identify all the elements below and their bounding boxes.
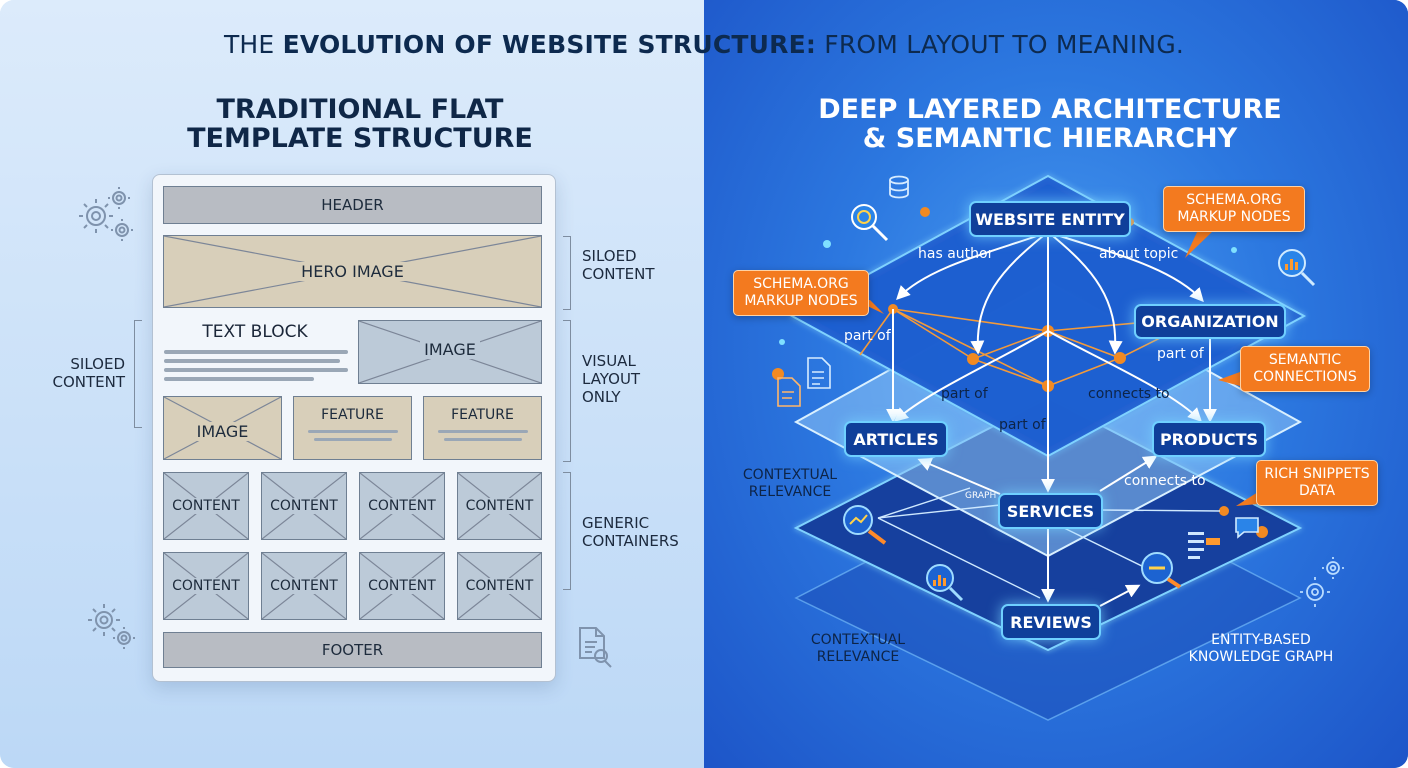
siloed-content-label-left: SILOED CONTENT: [52, 355, 125, 391]
knowledge-graph-label: ENTITY-BASED KNOWLEDGE GRAPH: [1188, 632, 1334, 665]
text-line: [164, 359, 340, 363]
bracket-left: [134, 320, 142, 428]
magnifier-chart-icon: [843, 505, 887, 545]
footer-block: FOOTER: [163, 632, 542, 668]
content-block: CONTENT: [457, 472, 542, 540]
edge-label-connects-to: connects to: [1124, 473, 1206, 489]
content-label: CONTENT: [266, 578, 342, 594]
generic-containers-label: GENERIC CONTAINERS: [582, 514, 679, 550]
right-title-line1: DEEP LAYERED ARCHITECTURE: [818, 94, 1282, 125]
text-line: [438, 430, 528, 433]
content-label: CONTENT: [168, 498, 244, 514]
content-label: CONTENT: [168, 578, 244, 594]
gears-icon: [79, 187, 133, 241]
node-products[interactable]: PRODUCTS: [1152, 421, 1266, 457]
text-line: [164, 377, 314, 381]
footer-label: FOOTER: [321, 641, 384, 659]
text-line: [308, 430, 398, 433]
siloed-content-label-right: SILOED CONTENT: [582, 247, 655, 283]
header-block: HEADER: [163, 186, 542, 224]
main-title-part3: FROM LAYOUT TO MEANING.: [816, 30, 1185, 59]
hero-image-block: HERO IMAGE: [163, 235, 542, 308]
gears-icon-bottom: [88, 604, 135, 649]
database-icon: [889, 175, 909, 199]
documents-icon: [777, 357, 831, 407]
content-block: CONTENT: [163, 552, 249, 620]
content-block: CONTENT: [163, 472, 249, 540]
visual-layout-only-label: VISUAL LAYOUT ONLY: [582, 352, 641, 406]
chart-search-icon: [926, 564, 964, 602]
left-title-line2: TEMPLATE STRUCTURE: [187, 123, 533, 154]
edge-label-part-of: part of: [941, 386, 988, 402]
image-block-left: IMAGE: [163, 396, 282, 460]
hero-image-label: HERO IMAGE: [297, 262, 408, 281]
contextual-relevance-label: CONTEXTUAL RELEVANCE: [810, 632, 906, 665]
content-label: CONTENT: [364, 498, 440, 514]
main-title: THE EVOLUTION OF WEBSITE STRUCTURE: FROM…: [0, 30, 1408, 59]
graph-links: [877, 487, 1221, 599]
node-articles[interactable]: ARTICLES: [844, 421, 948, 457]
document-search-icon: [579, 627, 612, 668]
content-block: CONTENT: [457, 552, 542, 620]
graph-label: GRAPH: [965, 491, 996, 501]
edge-label-part-of: part of: [999, 417, 1046, 433]
content-label: CONTENT: [266, 498, 342, 514]
text-block: TEXT BLOCK: [162, 320, 350, 384]
feature-label: FEATURE: [451, 407, 514, 423]
text-line: [444, 438, 522, 441]
content-block: CONTENT: [359, 552, 445, 620]
feature-label: FEATURE: [321, 407, 384, 423]
contextual-relevance-label: CONTEXTUAL RELEVANCE: [742, 467, 838, 500]
text-block-label: TEXT BLOCK: [202, 322, 308, 342]
document-list-icon: [1188, 532, 1220, 559]
edge-label-connects-to: connects to: [1088, 386, 1170, 402]
callout-schema-org-left: SCHEMA.ORG MARKUP NODES: [733, 270, 869, 316]
content-label: CONTENT: [364, 578, 440, 594]
chat-bubble-icon: [1235, 517, 1259, 539]
content-block: CONTENT: [261, 472, 347, 540]
content-block: CONTENT: [359, 472, 445, 540]
callout-schema-org-top: SCHEMA.ORG MARKUP NODES: [1163, 186, 1305, 232]
main-title-part2: EVOLUTION OF WEBSITE STRUCTURE:: [282, 30, 817, 59]
relationship-arrows: [886, 231, 1217, 607]
callout-semantic-connections: SEMANTIC CONNECTIONS: [1240, 346, 1370, 392]
feature-block: FEATURE: [423, 396, 542, 460]
image-label: IMAGE: [192, 421, 253, 441]
bracket-right: [563, 236, 571, 310]
content-label: CONTENT: [461, 498, 538, 514]
text-line: [164, 350, 348, 354]
callout-rich-snippets: RICH SNIPPETS DATA: [1256, 460, 1378, 506]
image-label: IMAGE: [420, 339, 480, 359]
right-title-line2: & SEMANTIC HIERARCHY: [862, 123, 1238, 154]
edge-label-has-author: has author: [918, 246, 994, 262]
text-line: [164, 368, 348, 372]
node-organization[interactable]: ORGANIZATION: [1134, 304, 1286, 339]
text-line: [314, 438, 392, 441]
node-reviews[interactable]: REVIEWS: [1001, 604, 1101, 640]
search-icon: [851, 204, 889, 242]
analytics-search-icon: [1278, 249, 1316, 287]
left-title-line1: TRADITIONAL FLAT: [216, 94, 504, 125]
left-panel-title: TRADITIONAL FLAT TEMPLATE STRUCTURE: [160, 95, 560, 153]
glow-dots: [779, 240, 1237, 345]
feature-block: FEATURE: [293, 396, 412, 460]
node-website-entity[interactable]: WEBSITE ENTITY: [969, 201, 1131, 237]
content-label: CONTENT: [461, 578, 538, 594]
main-title-part1: THE: [223, 30, 283, 59]
bracket-right: [563, 472, 571, 590]
content-block: CONTENT: [261, 552, 347, 620]
right-panel-title: DEEP LAYERED ARCHITECTURE & SEMANTIC HIE…: [800, 95, 1300, 153]
node-services[interactable]: SERVICES: [998, 493, 1103, 529]
image-block-right: IMAGE: [358, 320, 542, 384]
bracket-right: [563, 320, 571, 462]
rating-magnifier-icon: [1141, 552, 1182, 589]
gears-icon-right: [1300, 557, 1344, 607]
header-label: HEADER: [321, 196, 384, 214]
edge-label-part-of: part of: [1157, 346, 1204, 362]
edge-label-about-topic: about topic: [1099, 246, 1179, 262]
edge-label-part-of: part of: [844, 328, 891, 344]
